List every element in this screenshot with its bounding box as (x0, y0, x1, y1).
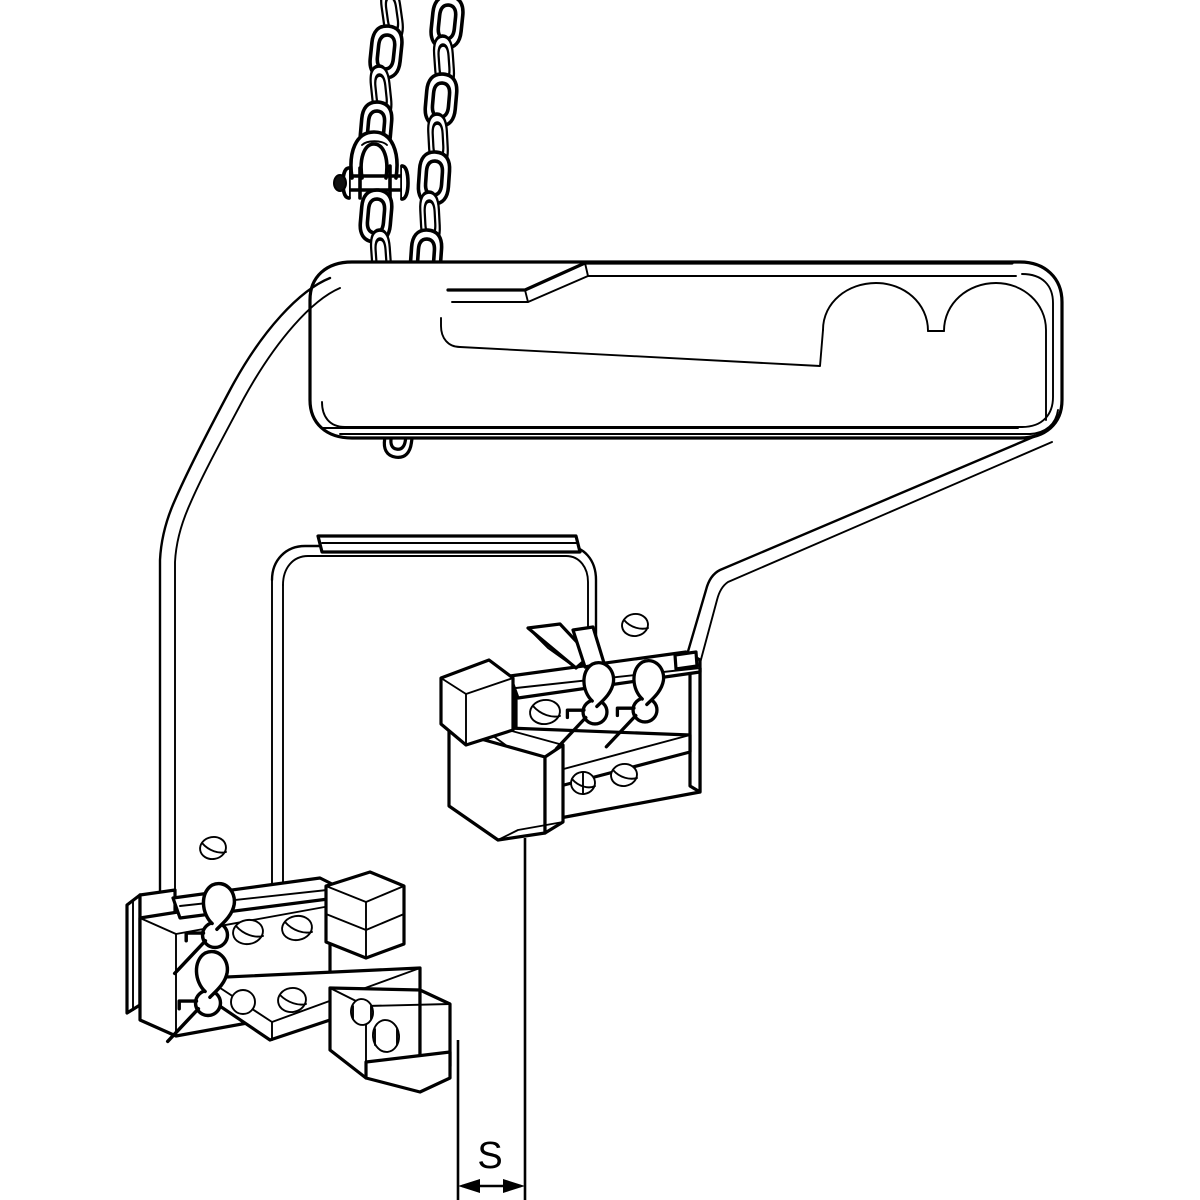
arrowhead-left (458, 1179, 480, 1193)
bolt-holes-upper (529, 613, 649, 795)
dimension-label-s: S (477, 1135, 502, 1177)
arrowhead-right (503, 1179, 525, 1193)
dimension-s: S (456, 838, 527, 1200)
shackle (333, 130, 410, 201)
lower-clamp-pad (125, 835, 452, 1094)
main-beam (308, 260, 1064, 440)
upper-clamp-pad (439, 613, 702, 842)
bolt-holes-lower (199, 835, 400, 1053)
chain-sling (333, 0, 467, 461)
middle-bracket (270, 534, 598, 906)
right-arm (680, 430, 1053, 679)
